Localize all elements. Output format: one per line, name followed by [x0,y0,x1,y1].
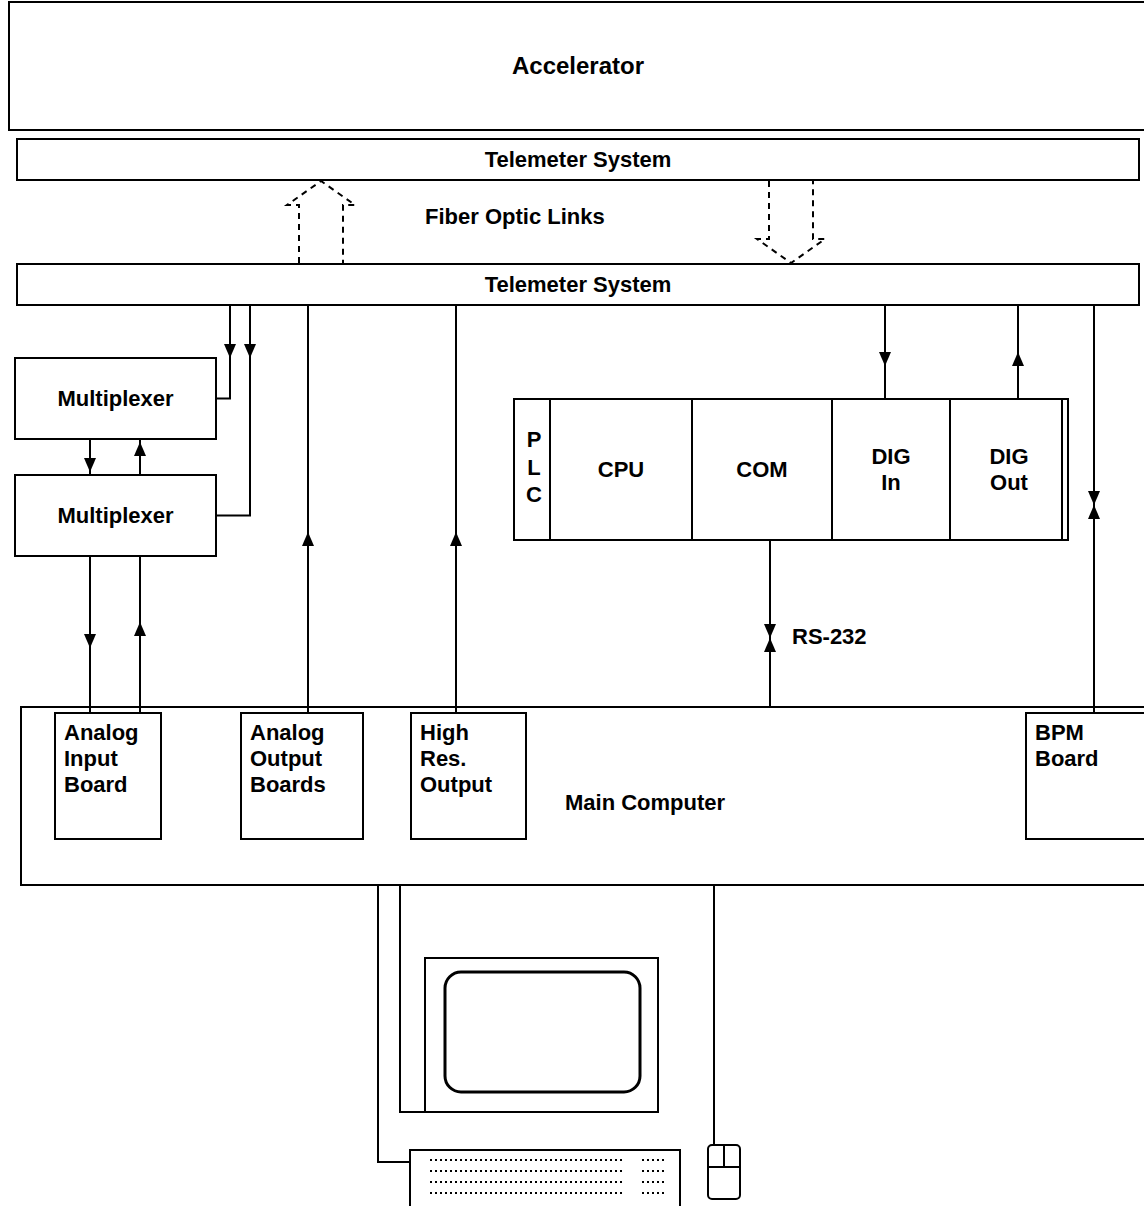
node-label: CPU [598,457,644,483]
edge-label: RS-232 [792,624,867,650]
connector [217,306,236,399]
mouse-buttons [708,1145,740,1167]
node-label: BPM Board [1035,720,1099,772]
arrow-head [1012,352,1024,366]
keyboard [410,1150,680,1206]
node-label: Analog Input Board [64,720,139,798]
connector [302,306,314,712]
arrow-head [302,532,314,546]
interface-board: BPM Board [1025,712,1144,840]
node-label: Multiplexer [57,503,173,529]
node-label: Telemeter System [485,147,672,173]
node-label: Accelerator [512,52,644,80]
interface-board: Analog Output Boards [240,712,364,840]
arrow-head [244,344,256,358]
connector [84,557,96,712]
arrow-head [84,634,96,648]
plc-rack: PLC CPU COM DIG In DIG Out [513,398,1063,541]
connector [287,181,355,263]
arrow-head [450,532,462,546]
arrow-head [1088,491,1100,505]
connector [879,306,891,398]
keyboard-keys [430,1160,664,1193]
connector [1088,306,1100,712]
label-holder: RS-232 [792,624,867,650]
node-label: High Res. Output [420,720,492,798]
node-label: Analog Output Boards [250,720,326,798]
node-label: COM [736,457,787,483]
node-label: Main Computer [565,790,725,816]
interface-board: Analog Input Board [54,712,162,840]
connector [1012,306,1024,398]
accelerator-box: Accelerator [8,1,1144,131]
node-label: Multiplexer [57,386,173,412]
connector [84,440,96,474]
link-label: Fiber Optic Links [425,204,605,230]
mouse-cable [713,886,715,1145]
plc-module: DIG In [831,398,951,541]
wire [769,541,771,706]
fiber-arrow [757,181,825,263]
plc-module: CPU [549,398,693,541]
node-label: Telemeter System [485,272,672,298]
arrow-head [134,622,146,636]
plc-module: DIG Out [949,398,1069,541]
arrow-head [134,442,146,456]
multiplexer-box: Multiplexer [14,357,217,440]
wire [307,306,309,712]
monitor-case [425,958,658,1112]
keyboard-cable [378,886,410,1162]
monitor-cable [400,886,425,1112]
label-holder: Fiber Optic Links [425,204,605,230]
connector [134,440,146,474]
monitor-screen [445,972,640,1092]
connector [764,541,776,706]
telemeter-band: Telemeter System [16,263,1140,306]
telemeter-band: Telemeter System [16,138,1140,181]
mouse [708,1145,740,1199]
connector [217,306,256,516]
connector [450,306,462,712]
node-label: DIG In [871,444,910,496]
multiplexer-box: Multiplexer [14,474,217,557]
fiber-arrow [287,181,355,263]
computer-box: Main Computer Analog Input Board Analog Ou… [20,706,1144,886]
wire [217,306,250,516]
connector [757,181,825,263]
arrow-head [84,458,96,472]
arrow-head [764,638,776,652]
arrow-head [1088,505,1100,519]
plc-module: COM [691,398,833,541]
node-label: PLC [523,426,545,509]
wire [455,306,457,712]
connector [134,557,146,712]
interface-board: High Res. Output [410,712,527,840]
arrow-head [879,352,891,366]
arrow-head [764,624,776,638]
node-label: DIG Out [989,444,1028,496]
arrow-head [224,344,236,358]
